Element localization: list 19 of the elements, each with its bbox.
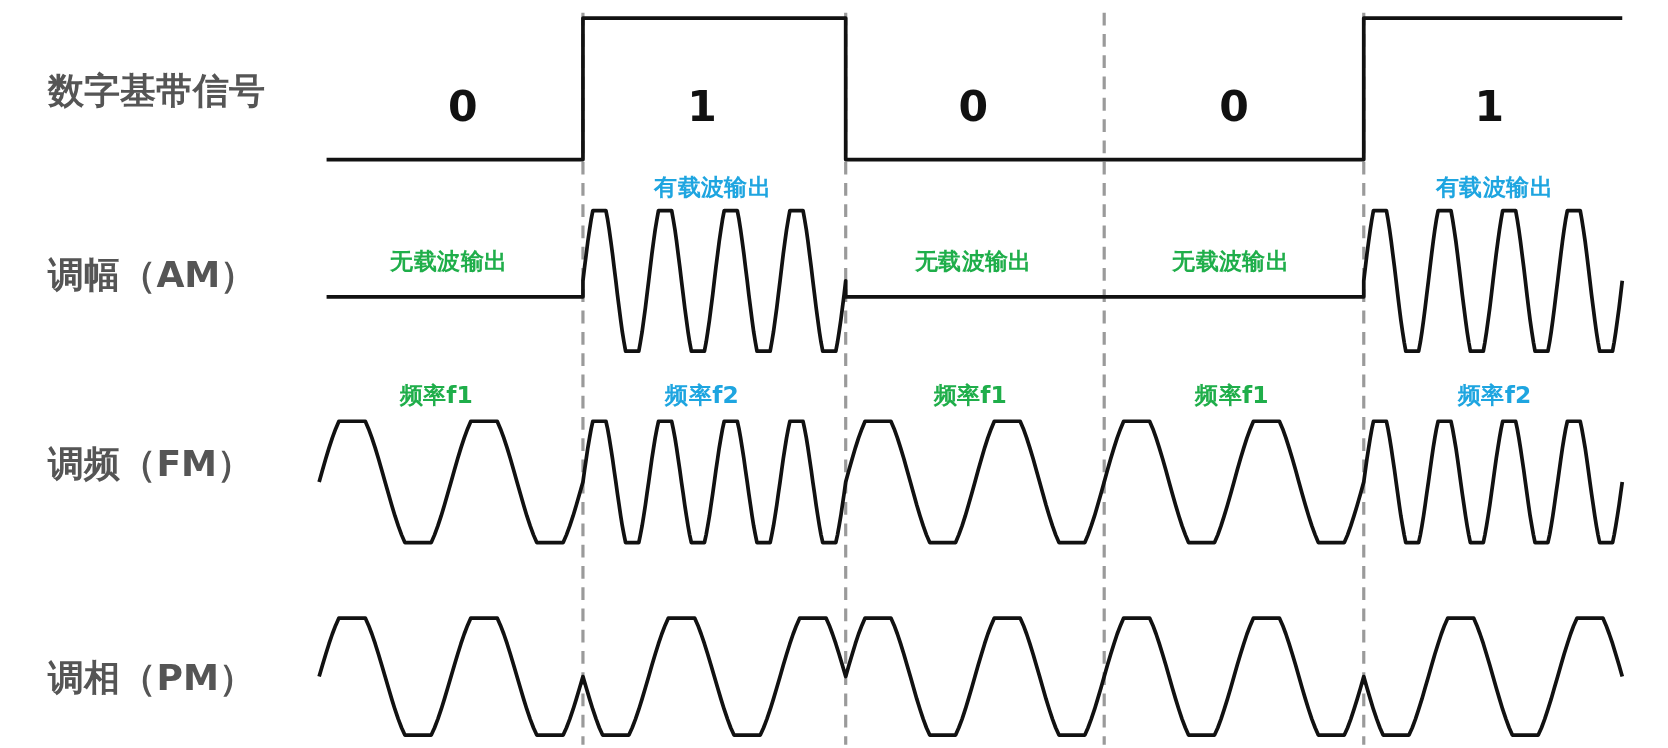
row-label: 调幅（AM） (47, 256, 257, 293)
waveform-annotation: 无载波输出 (390, 250, 508, 274)
waveform-annotation: 频率f2 (1457, 384, 1532, 408)
bit-value: 1 (1474, 85, 1505, 128)
waveform-annotation: 频率f1 (399, 384, 473, 408)
waveform-annotation: 无载波输出 (1172, 250, 1290, 274)
row-label: 数字基带信号 (47, 72, 265, 109)
bit-value: 0 (447, 85, 478, 128)
waveform-annotation: 有载波输出 (654, 175, 772, 199)
row-label: 调频（FM） (47, 444, 254, 481)
waveform-annotation: 有载波输出 (1436, 175, 1554, 199)
waveform-annotation: 频率f2 (665, 384, 739, 408)
waveform-annotation: 频率f1 (1195, 384, 1269, 408)
row-label: 调相（PM） (47, 659, 256, 696)
waveform-annotation: 频率f1 (933, 384, 1007, 408)
bit-value: 1 (687, 85, 717, 128)
bit-value: 0 (1219, 85, 1249, 128)
bit-value: 0 (958, 85, 989, 128)
waveform-annotation: 无载波输出 (914, 250, 1032, 274)
